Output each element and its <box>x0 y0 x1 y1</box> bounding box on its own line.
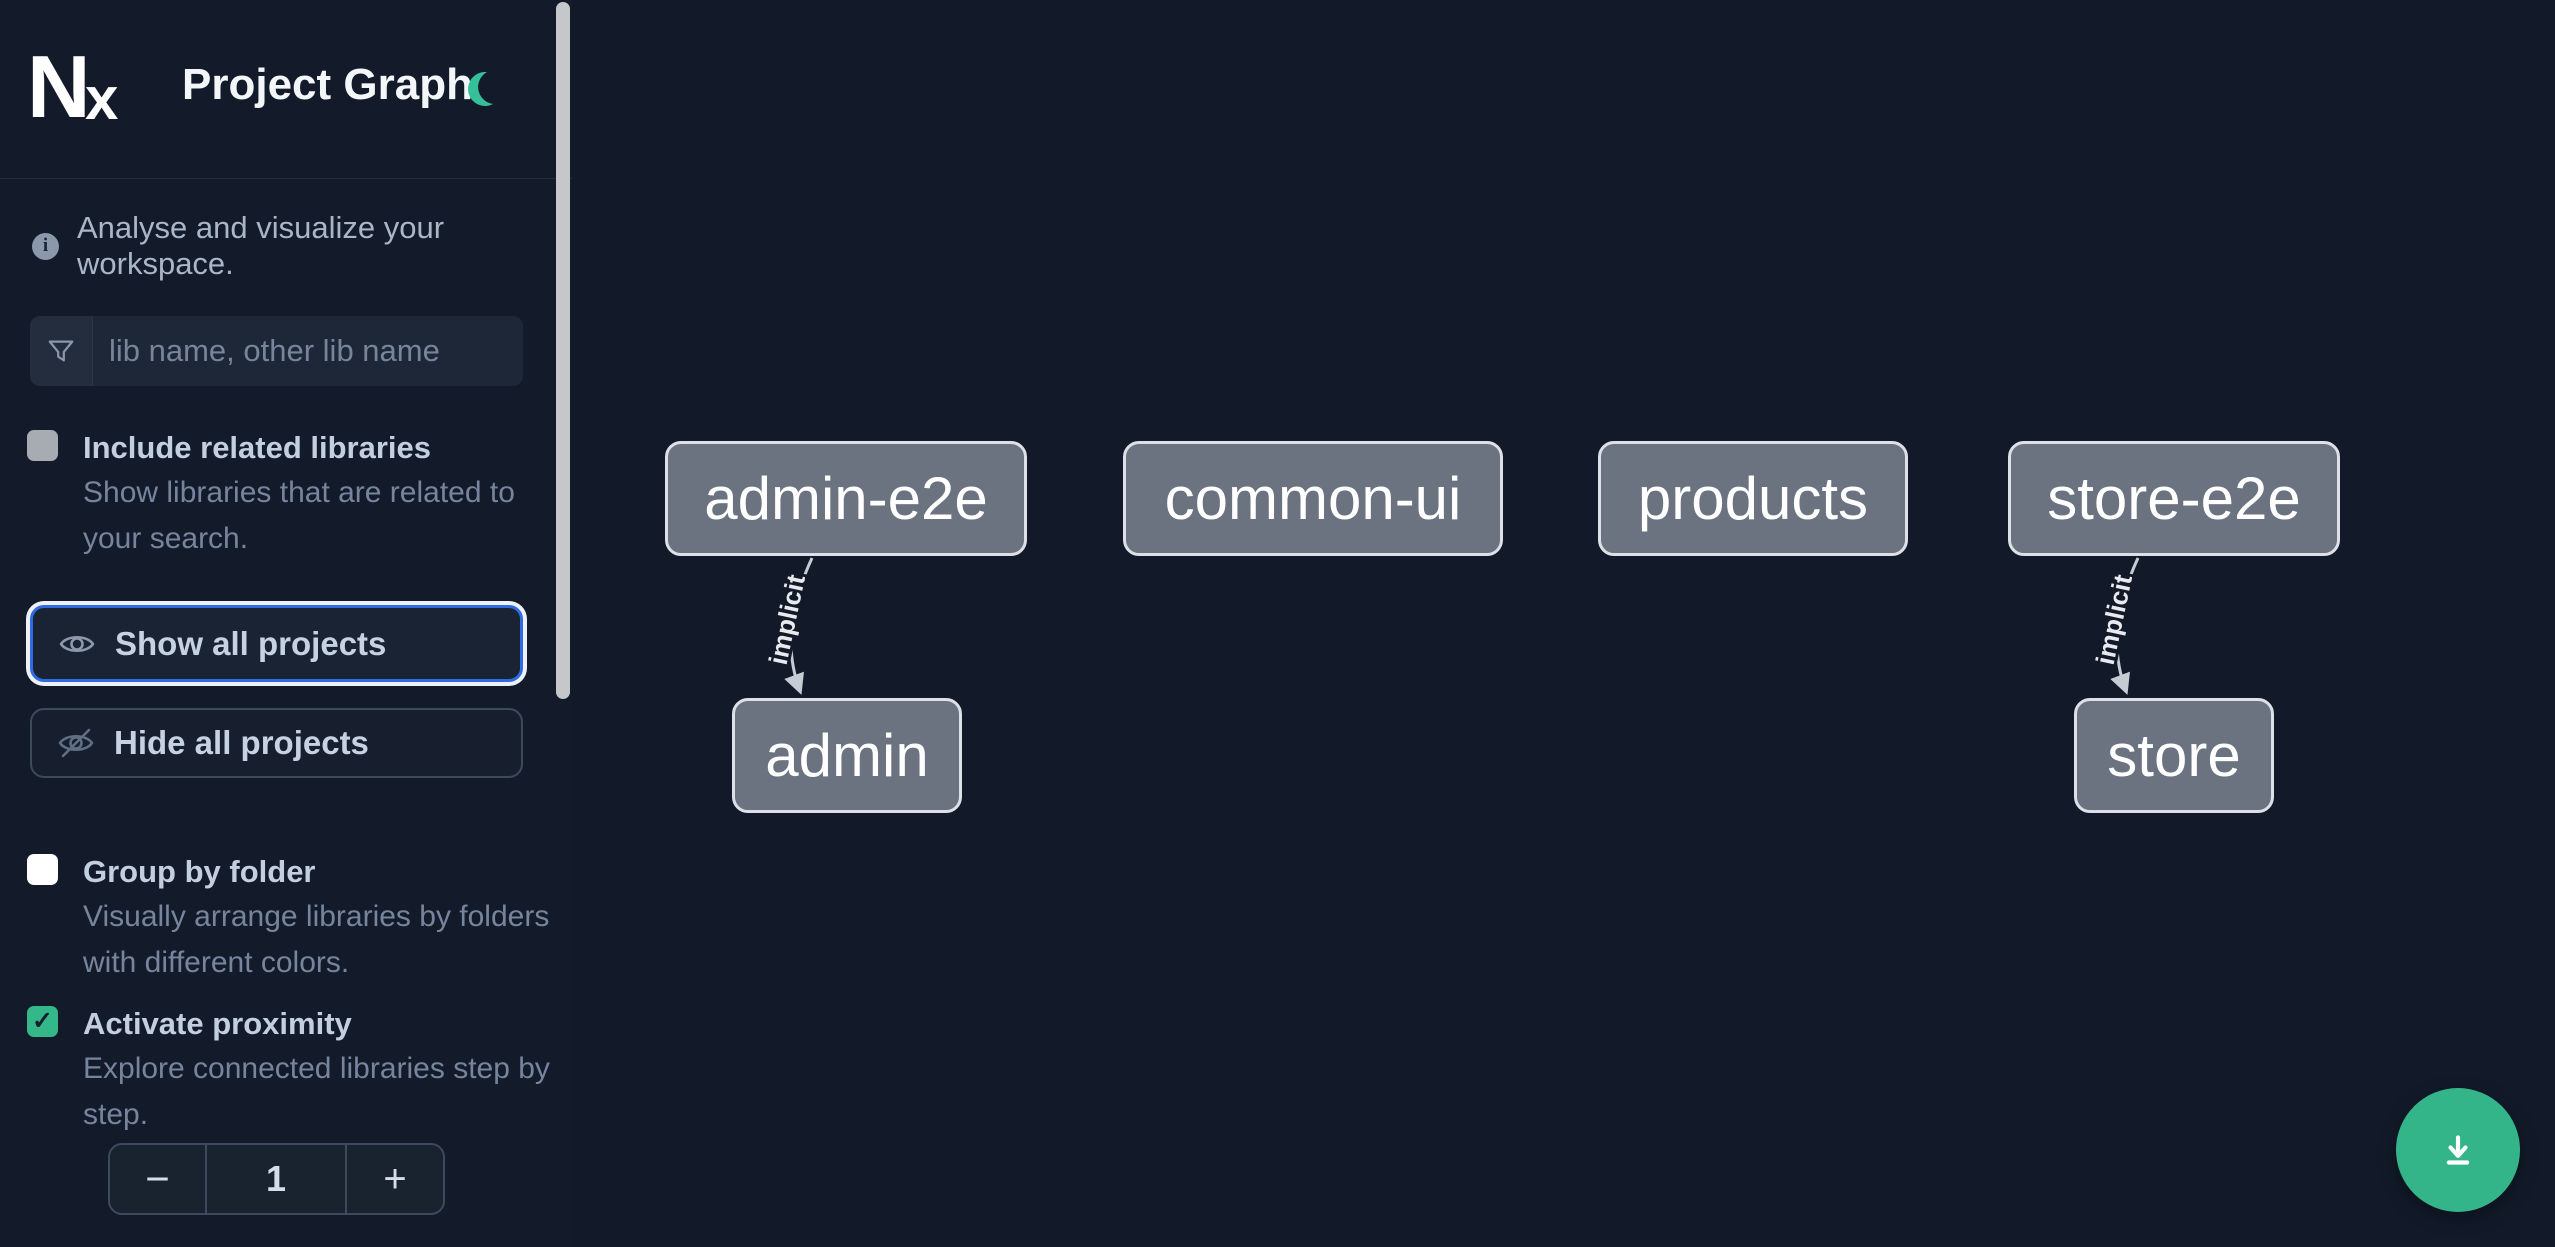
edge-label: implicit <box>763 572 811 668</box>
graph-node-store-e2e[interactable]: store-e2e <box>2008 441 2340 556</box>
hide-all-projects-button[interactable]: Hide all projects <box>30 708 523 778</box>
graph-node-common-ui[interactable]: common-ui <box>1123 441 1503 556</box>
toggle-label: Activate proximity <box>83 1006 352 1041</box>
toggle-label: Include related libraries <box>83 430 432 465</box>
graph-node-products[interactable]: products <box>1598 441 1908 556</box>
eye-slash-icon <box>56 723 96 763</box>
intro-text: Analyse and visualize your workspace. <box>77 210 445 281</box>
nx-logo: N x <box>27 37 119 136</box>
toggle-description: Explore connected libraries step by step… <box>83 1052 550 1131</box>
search-input[interactable] <box>93 316 523 386</box>
checkbox-include-related[interactable] <box>27 430 58 461</box>
search-box <box>30 316 523 386</box>
page-title: Project Graph <box>182 60 473 109</box>
toggle-include-related: Include related libraries Show libraries… <box>27 428 537 562</box>
toggle-label: Group by folder <box>83 854 316 889</box>
toggle-description: Show libraries that are related to your … <box>83 476 515 555</box>
toggle-description: Visually arrange libraries by folders wi… <box>83 900 550 979</box>
intro-row: i Analyse and visualize your workspace. <box>32 210 532 282</box>
checkbox-activate-proximity-checked[interactable]: ✓ <box>27 1006 58 1037</box>
filter-funnel-icon <box>30 316 93 386</box>
proximity-depth-stepper: − 1 + <box>108 1143 445 1215</box>
increment-button[interactable]: + <box>345 1145 443 1213</box>
graph-node-admin-e2e[interactable]: admin-e2e <box>665 441 1027 556</box>
download-image-button[interactable] <box>2396 1088 2520 1212</box>
header-divider <box>0 178 572 179</box>
info-icon: i <box>32 232 59 260</box>
stepper-value: 1 <box>265 1158 287 1199</box>
edge-label: implicit <box>2090 572 2138 668</box>
checkbox-group-by-folder[interactable] <box>27 854 58 885</box>
edge-store-e2e-to-store <box>2110 557 2140 695</box>
graph-node-store[interactable]: store <box>2074 698 2274 813</box>
toggle-group-by-folder: Group by folder Visually arrange librari… <box>27 852 549 986</box>
show-all-projects-label: Show all projects <box>115 624 387 662</box>
sidebar: N x Project Graph i Analyse and visualiz… <box>0 0 572 1247</box>
hide-all-projects-label: Hide all projects <box>114 724 369 761</box>
show-all-projects-button[interactable]: Show all projects <box>30 605 523 682</box>
sidebar-scrollbar-thumb[interactable] <box>556 2 570 699</box>
download-icon <box>2438 1130 2478 1170</box>
toggle-activate-proximity: ✓ Activate proximity Explore connected l… <box>27 1004 550 1138</box>
edge-admin-e2e-to-admin <box>784 557 814 695</box>
graph-node-admin[interactable]: admin <box>732 698 962 813</box>
eye-icon <box>57 624 97 664</box>
decrement-button[interactable]: − <box>110 1145 207 1213</box>
